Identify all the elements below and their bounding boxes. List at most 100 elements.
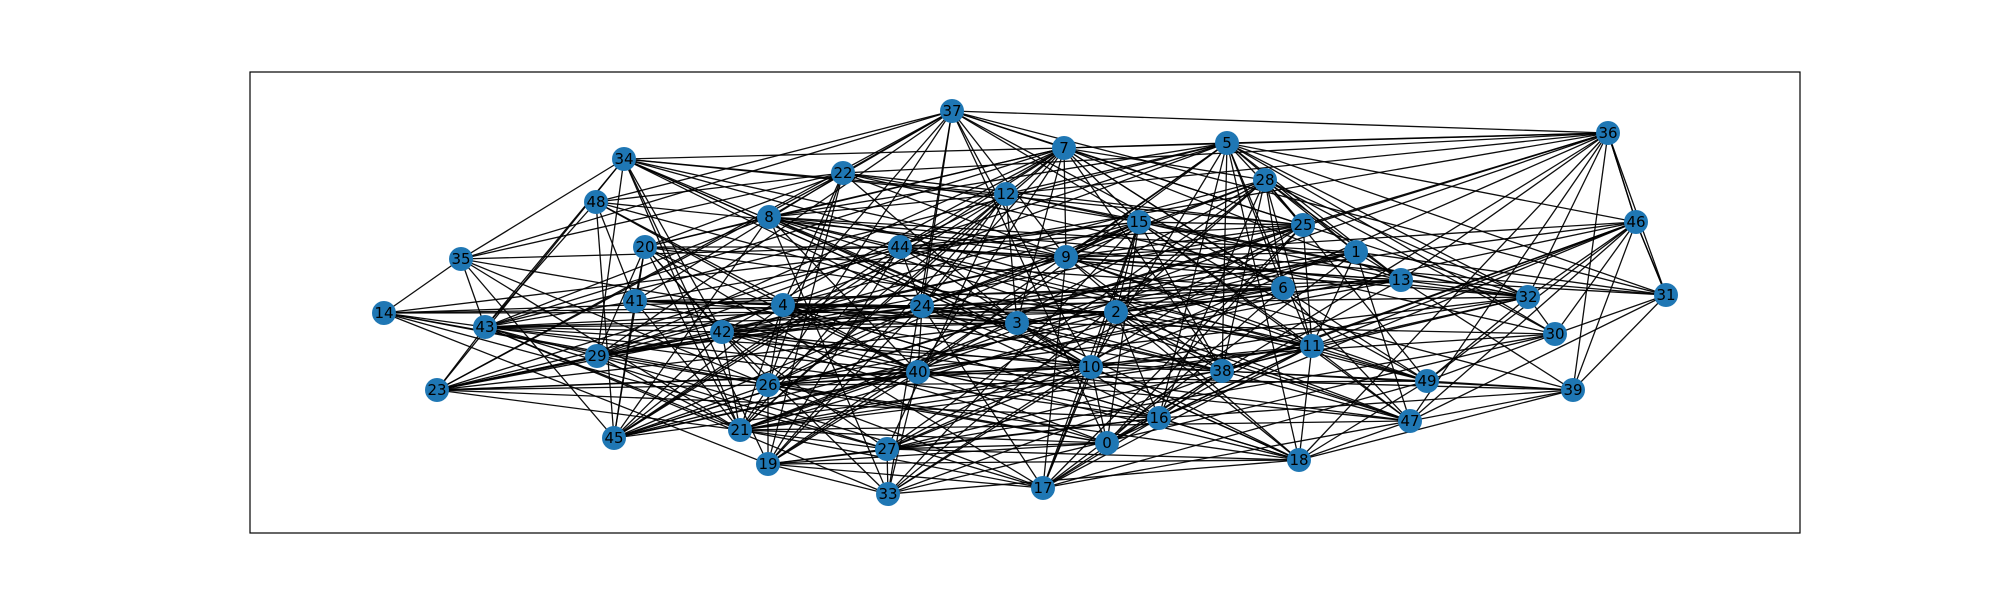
edge-24-28 <box>921 179 1266 307</box>
node-48: 48 <box>584 190 608 214</box>
edge-29-43 <box>484 326 598 357</box>
node-45: 45 <box>602 426 626 450</box>
edge-23-43 <box>436 326 486 391</box>
node-circle-24 <box>910 294 934 318</box>
edge-16-39 <box>1158 389 1574 419</box>
edge-23-37 <box>436 110 953 391</box>
edge-29-37 <box>596 110 953 357</box>
node-circle-27 <box>875 437 899 461</box>
edge-24-38 <box>921 305 1223 372</box>
node-label-16: 16 <box>1149 409 1168 427</box>
node-16: 16 <box>1147 406 1171 430</box>
edge-32-46 <box>1527 221 1637 298</box>
edge-17-25 <box>1042 224 1304 489</box>
edge-40-48 <box>595 201 919 373</box>
edge-13-32 <box>1400 279 1529 298</box>
edge-45-48 <box>595 201 615 439</box>
node-circle-33 <box>876 482 900 506</box>
edge-7-28 <box>1063 147 1266 181</box>
edge-14-32 <box>383 296 1529 314</box>
edge-layer <box>383 110 1667 495</box>
node-circle-9 <box>1054 245 1078 269</box>
edge-7-43 <box>484 147 1065 328</box>
node-label-25: 25 <box>1293 216 1312 234</box>
node-15: 15 <box>1127 210 1151 234</box>
node-circle-23 <box>425 378 449 402</box>
node-circle-21 <box>728 418 752 442</box>
node-circle-10 <box>1079 355 1103 379</box>
edge-25-34 <box>623 158 1304 226</box>
edge-4-26 <box>767 304 784 386</box>
edge-34-35 <box>460 158 625 260</box>
node-label-17: 17 <box>1033 479 1052 497</box>
node-circle-29 <box>585 344 609 368</box>
edge-24-26 <box>767 305 923 386</box>
edge-6-37 <box>951 110 1284 289</box>
node-circle-37 <box>940 99 964 123</box>
node-label-42: 42 <box>712 323 731 341</box>
edge-19-34 <box>623 158 769 465</box>
edge-1-5 <box>1226 142 1357 253</box>
node-22: 22 <box>831 161 855 185</box>
edge-22-25 <box>842 172 1304 226</box>
node-12: 12 <box>994 182 1018 206</box>
edge-18-36 <box>1298 132 1609 461</box>
edge-5-16 <box>1158 142 1228 419</box>
edge-7-13 <box>1063 147 1402 281</box>
node-21: 21 <box>728 418 752 442</box>
node-label-43: 43 <box>475 318 494 336</box>
edge-12-36 <box>1005 132 1609 195</box>
edge-40-43 <box>484 326 919 373</box>
edge-1-8 <box>768 216 1357 253</box>
node-19: 19 <box>756 452 780 476</box>
node-circle-44 <box>888 235 912 259</box>
edge-5-36 <box>1226 132 1609 144</box>
node-circle-31 <box>1654 283 1678 307</box>
edge-22-41 <box>634 172 844 302</box>
edge-28-49 <box>1264 179 1428 382</box>
node-label-28: 28 <box>1255 171 1274 189</box>
node-label-19: 19 <box>758 455 777 473</box>
node-circle-45 <box>602 426 626 450</box>
node-label-14: 14 <box>374 304 393 322</box>
edge-11-18 <box>1298 345 1313 461</box>
edge-14-43 <box>383 312 486 328</box>
edge-26-45 <box>613 384 769 439</box>
edge-37-36 <box>951 110 1609 134</box>
edge-8-9 <box>768 216 1067 258</box>
edge-28-40 <box>917 179 1266 373</box>
edge-41-45 <box>613 300 636 439</box>
node-5: 5 <box>1215 131 1239 155</box>
node-circle-36 <box>1596 121 1620 145</box>
node-18: 18 <box>1287 448 1311 472</box>
node-43: 43 <box>473 315 497 339</box>
edge-44-45 <box>613 246 901 439</box>
node-label-5: 5 <box>1222 134 1232 152</box>
edge-35-37 <box>460 110 953 260</box>
edge-38-46 <box>1221 221 1637 372</box>
node-2: 2 <box>1104 300 1128 324</box>
edge-7-45 <box>613 147 1065 439</box>
node-label-12: 12 <box>996 185 1015 203</box>
edge-33-42 <box>721 331 889 495</box>
node-31: 31 <box>1654 283 1678 307</box>
node-circle-48 <box>584 190 608 214</box>
node-7: 7 <box>1052 136 1076 160</box>
edge-27-42 <box>721 331 888 450</box>
node-label-41: 41 <box>625 292 644 310</box>
edge-13-28 <box>1264 179 1402 281</box>
node-label-48: 48 <box>586 193 605 211</box>
edge-4-22 <box>782 172 844 306</box>
edge-17-38 <box>1042 370 1223 489</box>
node-label-4: 4 <box>778 296 788 314</box>
edge-26-35 <box>460 258 769 386</box>
node-label-36: 36 <box>1598 124 1617 142</box>
edge-7-34 <box>623 147 1065 160</box>
edge-28-33 <box>887 179 1266 495</box>
node-34: 34 <box>612 147 636 171</box>
node-circle-16 <box>1147 406 1171 430</box>
edge-9-49 <box>1065 256 1428 382</box>
node-label-13: 13 <box>1391 271 1410 289</box>
edge-21-35 <box>460 258 741 431</box>
edge-33-40 <box>887 371 919 495</box>
